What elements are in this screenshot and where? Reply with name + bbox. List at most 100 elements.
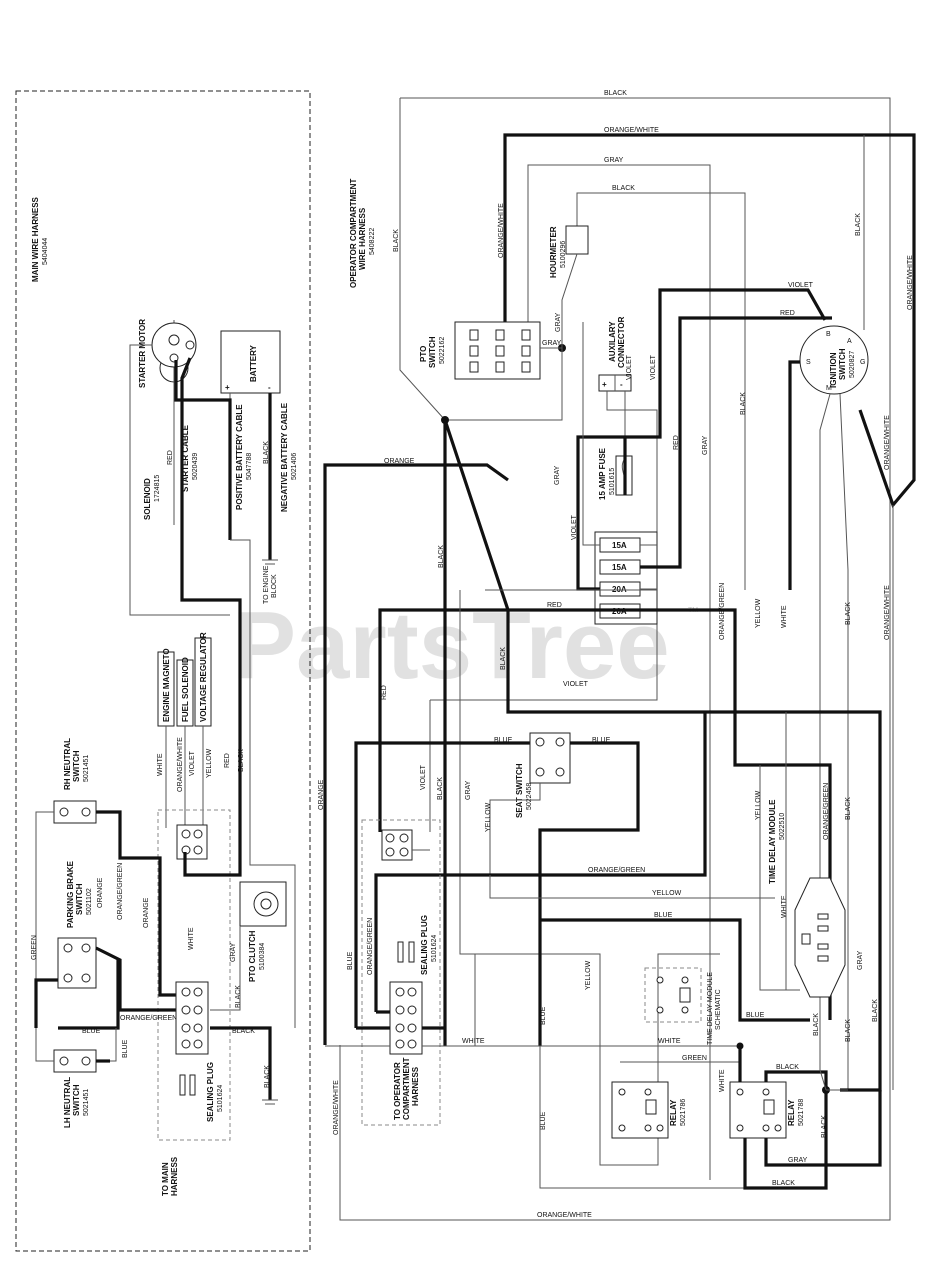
wire-gray-top: GRAY [604,157,624,164]
lh-neutral-pn: 5021451 [83,1089,90,1116]
to-operator-label-2: COMPARTMENT [402,1057,411,1120]
wire-black-left-3: BLACK [264,1065,271,1088]
fuse-15-pn: 5101615 [609,468,616,495]
relay-right-pn: 5021788 [798,1099,805,1126]
seat-switch-pn: 5022458 [526,783,533,810]
wire-orange-green-mid: ORANGE/GREEN [588,867,645,874]
wire-red-mid: RED [547,602,562,609]
positive-battery-cable-pn: 5047788 [246,453,253,480]
wire-red-fuse: RED [673,435,680,450]
wire-blue-left-2: BLUE [122,1039,129,1058]
tdm-pn: 5022510 [779,813,786,840]
wire-orange-white-right-3: ORANGE/WHITE [884,585,891,640]
solenoid-label: SOLENOID [143,478,152,520]
parking-brake-label-2: SWITCH [75,883,84,915]
negative-battery-cable-label: NEGATIVE BATTERY CABLE [280,402,289,512]
wire-black-top: BLACK [604,90,627,97]
battery-plus: + [225,383,230,392]
wire-black-pto: BLACK [438,545,445,568]
operator-harness-connector [389,981,423,1055]
wire-green-left: GREEN [31,935,38,960]
solenoid-pn: 1724815 [154,475,161,502]
wire-gray-right: GRAY [857,950,864,970]
main-harness-connector [175,981,209,1055]
lh-neutral-label: LH NEUTRAL [63,1077,72,1128]
wire-orange-white-right: ORANGE/WHITE [907,255,914,310]
wire-white-left: WHITE [188,927,195,950]
wire-black-right-2: BLACK [845,797,852,820]
tdm-label: TIME DELAY MODULE [768,799,777,884]
wire-gray-pto: GRAY [542,340,562,347]
lh-neutral-label-2: SWITCH [72,1084,81,1116]
starter-cable-pn: 5020439 [192,453,199,480]
pto-switch-label-2: SWITCH [428,336,437,368]
wire-violet-top: VIOLET [788,282,814,289]
wire-violet-lower: VIOLET [420,764,427,790]
aux-connector-label: AUXILARY [608,321,617,362]
wire-violet-top-2: VIOLET [650,354,657,380]
wire-red-ign: RED [780,310,795,317]
wire-gray-lower: GRAY [465,780,472,800]
wire-red-lower: RED [381,685,388,700]
sealing-plug-right-pn: 5101624 [431,935,438,962]
hourmeter [565,225,589,255]
to-operator-label-3: HARNESS [411,1066,420,1106]
wire-orange-green-left: ORANGE/GREEN [117,863,124,920]
ignition-s: S [806,359,811,366]
wire-black-left: BLACK [232,1028,255,1035]
operator-connector-small [381,829,413,861]
rh-neutral-pn: 5021451 [83,755,90,782]
wire-orange-white-left-side: ORANGE/WHITE [333,1080,340,1135]
fuse-15-label: 15 AMP FUSE [598,447,607,500]
to-main-label: TO MAIN [161,1162,170,1196]
operator-harness-title-2: WIRE HARNESS [358,207,367,270]
battery-minus: - [268,383,271,392]
wire-orange-side: ORANGE [318,779,325,810]
wire-orange-white-pto: ORANGE/WHITE [498,203,505,258]
wire-black-ign: BLACK [855,213,862,236]
wire-gray-relay: GRAY [788,1157,808,1164]
wire-orange-white-bottom: ORANGE/WHITE [537,1212,592,1219]
fuse-15a-b-label: 15A [612,563,627,572]
wire-white-tdm-2: WHITE [781,895,788,918]
operator-harness-pn: 5408222 [369,228,376,255]
wire-blue-tdm: BLUE [746,1012,765,1019]
sealing-plug-right-label: SEALING PLUG [420,915,429,975]
fuel-solenoid-label: FUEL SOLENOID [181,657,190,722]
sealing-plug-left-pn: 5101624 [217,1085,224,1112]
wire-black-hour: BLACK [612,185,635,192]
pto-clutch-pn: 5100384 [259,943,266,970]
wire-orange-green-left-2: ORANGE/GREEN [120,1015,177,1022]
to-engine-block-label-2: BLOCK [271,574,278,598]
wire-black-relay-3: BLACK [821,1115,828,1138]
wire-orange-white-1: ORANGE/WHITE [177,737,184,792]
negative-battery-cable-pn: 5021406 [291,453,298,480]
aux-connector-minus: - [620,380,623,389]
wire-violet-1: VIOLET [189,750,196,776]
wire-orange-left: ORANGE [97,877,104,908]
time-delay-module [794,877,846,998]
wire-orange-green-tdm-2: ORANGE/GREEN [823,783,830,840]
wire-orange-green-conn: ORANGE/GREEN [367,918,374,975]
wire-yellow-low: YELLOW [585,960,592,990]
wire-blue-low: BLUE [540,1006,547,1025]
starter-cable-wire-color: RED [167,450,174,465]
ignition-label: IGNITION [829,352,838,388]
hourmeter-label: HOURMETER [549,226,558,278]
ignition-m: M [826,385,832,392]
wire-black-right: BLACK [845,602,852,625]
fuse-15a-a-label: 15A [612,541,627,550]
wire-orange-green-tdm: ORANGE/GREEN [719,583,726,640]
starter-cable-label: STARTER CABLE [181,424,190,492]
wire-violet-fuse: VIOLET [571,514,578,540]
voltage-regulator-label: VOLTAGE REGULATOR [199,632,208,722]
wire-black-right-5: BLACK [813,1013,820,1036]
wire-orange-white-top: ORANGE/WHITE [604,127,659,134]
relay-left-label: RELAY [669,1099,678,1126]
wire-white-relay: WHITE [719,1069,726,1092]
wire-violet-top-3: VIOLET [626,354,633,380]
wire-orange-left-2: ORANGE [143,897,150,928]
ignition-a: A [847,338,852,345]
operator-connector-dashed [361,819,441,1126]
wire-gray-mid: GRAY [702,435,709,455]
